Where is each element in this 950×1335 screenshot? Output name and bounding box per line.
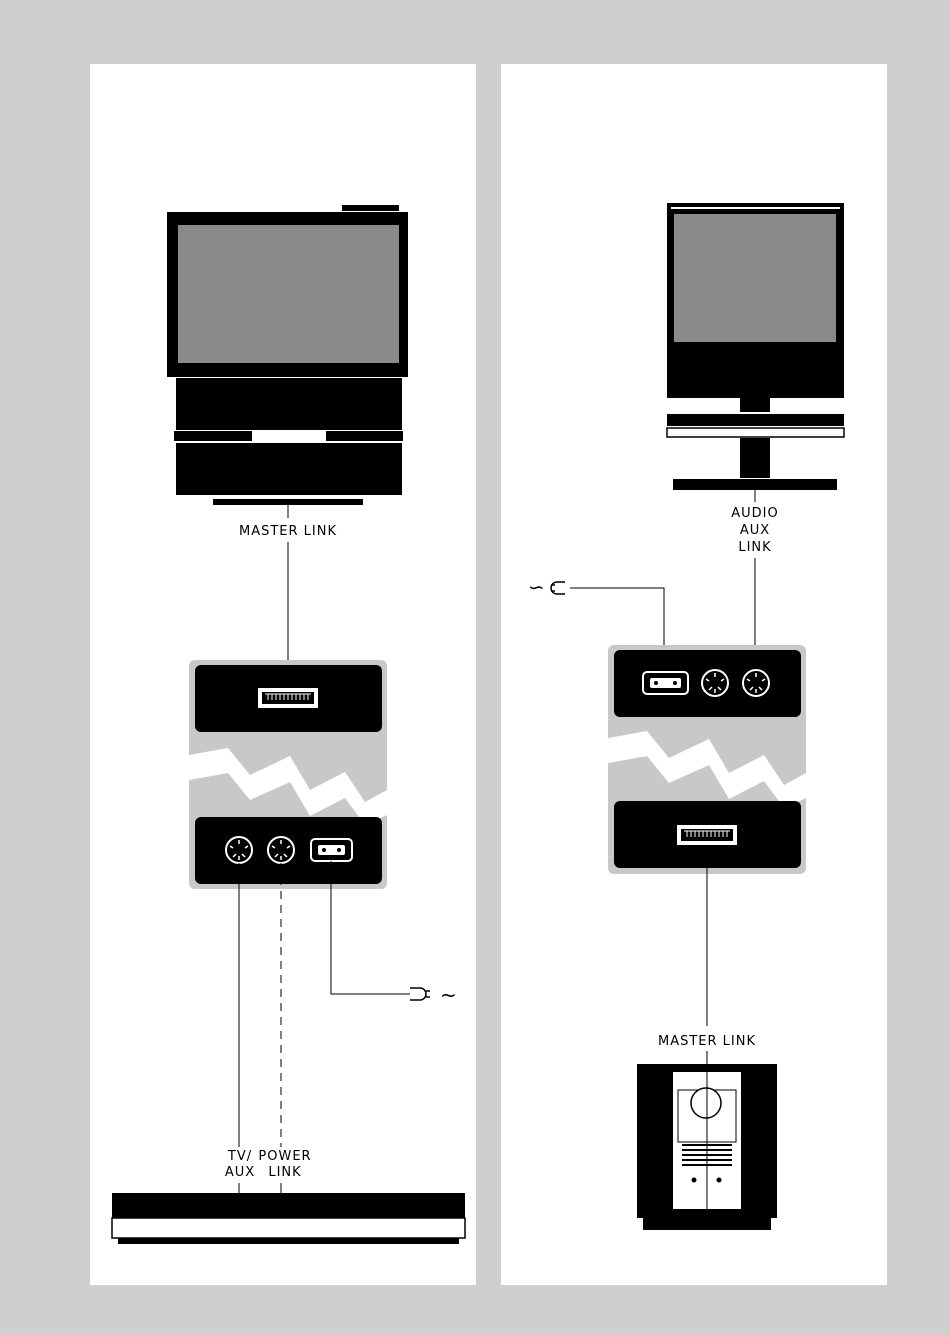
power-label: POWER	[258, 1149, 311, 1164]
mains-symbol-right: ∽	[528, 575, 545, 599]
video-recorder	[112, 1193, 465, 1244]
connection-module-right	[608, 645, 806, 874]
tv-set-right	[667, 203, 844, 490]
master-link-label-left: MASTER LINK	[239, 524, 337, 539]
master-link-socket-left	[258, 688, 318, 708]
tv-screen	[178, 225, 399, 363]
aux-label-right: AUX	[740, 523, 770, 538]
mains-plug-left	[410, 988, 430, 1000]
audio-label: AUDIO	[731, 506, 779, 521]
tv-screen	[674, 214, 836, 342]
master-link-socket-right	[677, 825, 737, 845]
mains-plug-right	[551, 582, 565, 594]
aux-label: AUX	[225, 1165, 255, 1180]
link-label-right: LINK	[738, 540, 771, 555]
link-label: LINK	[268, 1165, 301, 1180]
tv-label: TV/	[227, 1149, 252, 1164]
music-system	[637, 1064, 777, 1230]
master-link-label-right: MASTER LINK	[658, 1034, 756, 1049]
tv-set-left	[167, 205, 408, 505]
connection-module-left	[189, 660, 387, 889]
mains-symbol-left: ~	[440, 983, 457, 1007]
